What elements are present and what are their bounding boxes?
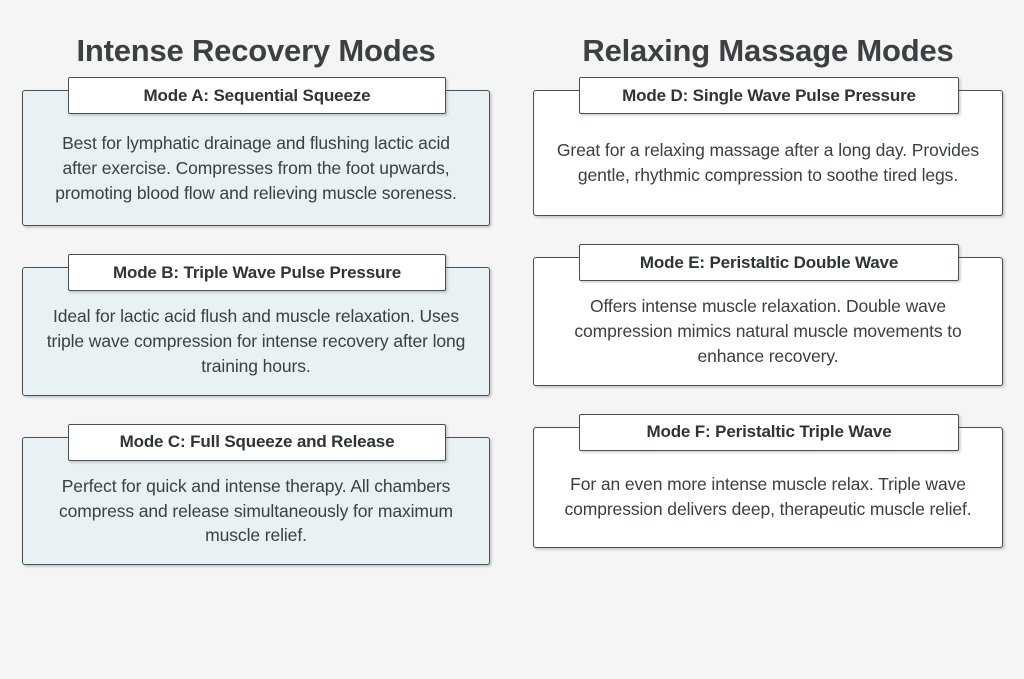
mode-card-b-header: Mode B: Triple Wave Pulse Pressure bbox=[68, 254, 446, 292]
mode-card-e-title: Mode E: Peristaltic Double Wave bbox=[639, 252, 899, 272]
column-relaxing-massage: Relaxing Massage Modes Mode D: Single Wa… bbox=[512, 0, 1024, 679]
column-title-intense-recovery: Intense Recovery Modes bbox=[76, 33, 436, 68]
mode-card-f-description: For an even more intense muscle relax. T… bbox=[564, 474, 972, 520]
column-title-relaxing-massage: Relaxing Massage Modes bbox=[582, 33, 954, 68]
mode-card-c-title: Mode C: Full Squeeze and Release bbox=[119, 432, 395, 452]
column-intense-recovery: Intense Recovery Modes Mode A: Sequentia… bbox=[22, 33, 490, 566]
mode-card-e-header: Mode E: Peristaltic Double Wave bbox=[579, 244, 959, 282]
mode-card-f-title: Mode F: Peristaltic Triple Wave bbox=[646, 422, 892, 442]
mode-card-d-description: Great for a relaxing massage after a lon… bbox=[556, 140, 980, 186]
mode-card-d-header: Mode D: Single Wave Pulse Pressure bbox=[579, 77, 959, 115]
mode-card-e-description: Offers intense muscle relaxation. Double… bbox=[574, 296, 962, 366]
mode-card-b-title: Mode B: Triple Wave Pulse Pressure bbox=[112, 262, 402, 282]
mode-card-e[interactable]: Mode E: Peristaltic Double Wave Offers i… bbox=[533, 244, 1003, 386]
card-list-intense-recovery: Mode A: Sequential Squeeze Best for lymp… bbox=[22, 77, 490, 566]
mode-card-b[interactable]: Mode B: Triple Wave Pulse Pressure Ideal… bbox=[22, 254, 490, 396]
mode-card-f-header: Mode F: Peristaltic Triple Wave bbox=[579, 413, 959, 451]
mode-card-f[interactable]: Mode F: Peristaltic Triple Wave For an e… bbox=[533, 413, 1003, 548]
mode-card-c[interactable]: Mode C: Full Squeeze and Release Perfect… bbox=[22, 423, 490, 566]
mode-card-a-header: Mode A: Sequential Squeeze bbox=[68, 77, 446, 115]
mode-card-d-title: Mode D: Single Wave Pulse Pressure bbox=[622, 85, 916, 105]
mode-card-a-description: Best for lymphatic drainage and flushing… bbox=[55, 132, 457, 203]
mode-card-b-description: Ideal for lactic acid flush and muscle r… bbox=[46, 306, 466, 376]
card-list-relaxing-massage: Mode D: Single Wave Pulse Pressure Great… bbox=[533, 77, 1003, 548]
mode-card-c-description: Perfect for quick and intense therapy. A… bbox=[58, 475, 454, 546]
mode-card-c-header: Mode C: Full Squeeze and Release bbox=[68, 423, 446, 461]
mode-card-d[interactable]: Mode D: Single Wave Pulse Pressure Great… bbox=[533, 77, 1003, 217]
mode-card-a-title: Mode A: Sequential Squeeze bbox=[143, 85, 371, 105]
mode-card-a[interactable]: Mode A: Sequential Squeeze Best for lymp… bbox=[22, 77, 490, 227]
